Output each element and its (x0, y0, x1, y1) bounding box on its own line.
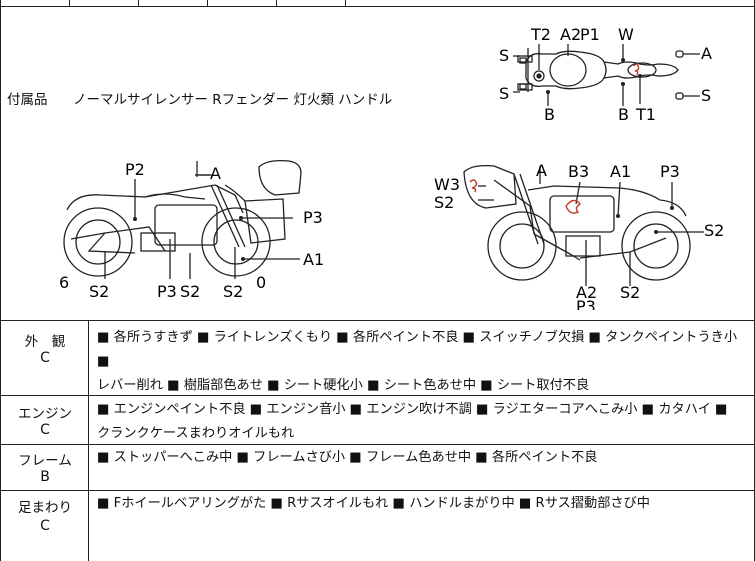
notes-appearance: ■ 各所うすきず ■ ライトレンズくもり ■ 各所ペイント不良 ■ スイッチノブ… (97, 326, 747, 398)
label-S2: S2 (223, 282, 243, 301)
damage-mark-top (633, 63, 640, 76)
label-P2: P2 (125, 160, 145, 179)
top-row-divider (207, 0, 208, 6)
section-border (0, 444, 755, 445)
notes-line: ■ ストッパーへこみ中 ■ フレームさび小 ■ フレーム色あせ中 ■ 各所ペイン… (97, 450, 598, 465)
notes-line: ■ エンジンペイント不良 ■ エンジン音小 ■ エンジン吹け不調 ■ ラジエター… (97, 402, 728, 417)
label-S: S (499, 46, 509, 65)
grade-appearance: C (40, 350, 50, 366)
notes-engine: ■ エンジンペイント不良 ■ エンジン音小 ■ エンジン吹け不調 ■ ラジエター… (97, 398, 747, 446)
top-row-bottom-border (0, 6, 755, 7)
label-A2: A2 (576, 283, 597, 302)
right-side-diagram: A B3 A1 P3 W3 S2 S2 A2 P3 S2 (434, 161, 724, 310)
grade-engine: C (40, 422, 50, 438)
notes-line: ■ 各所うすきず ■ ライトレンズくもり ■ 各所ペイント不良 ■ スイッチノブ… (97, 330, 738, 369)
label-0: 0 (256, 273, 266, 292)
section-border (0, 395, 755, 396)
label-P3: P3 (157, 282, 177, 301)
section-border (0, 320, 755, 321)
label-S2: S2 (620, 283, 640, 302)
category-suspension: 足まわり (18, 500, 72, 516)
grade-frame: B (40, 469, 50, 485)
grade-suspension: C (40, 518, 50, 534)
damage-mark-tank (565, 199, 582, 214)
label-S: S (701, 86, 711, 105)
top-row-divider (69, 0, 70, 6)
label-A1: A1 (303, 250, 324, 269)
label-P3: P3 (660, 162, 680, 181)
accessories-label: 付属品 (7, 92, 48, 108)
label-P3: P3 (576, 297, 596, 310)
label-A: A (210, 164, 221, 183)
accessories-items: ノーマルサイレンサー Rフェンダー 灯火類 ハンドル (73, 92, 393, 108)
label-T2: T2 (530, 25, 551, 44)
top-view-diagram: T2 A2 P1 W S A S S B B T1 (499, 25, 712, 124)
category-divider (88, 320, 89, 561)
category-appearance: 外 観 (24, 334, 66, 350)
label-W3: W3 (434, 175, 460, 194)
category-frame: フレーム (18, 453, 72, 469)
label-A: A (536, 161, 547, 180)
left-side-diagram: P2 A P3 A1 6 S2 P3 S2 S2 0 (59, 159, 324, 301)
section-border (0, 490, 755, 491)
notes-suspension: ■ Fホイールベアリングがた ■ Rサスオイルもれ ■ ハンドルまがり中 ■ R… (97, 492, 747, 516)
notes-frame: ■ ストッパーへこみ中 ■ フレームさび小 ■ フレーム色あせ中 ■ 各所ペイン… (97, 446, 747, 470)
label-A2: A2 (560, 25, 581, 44)
label-S2: S2 (434, 193, 454, 212)
top-row-divider (276, 0, 277, 6)
category-engine: エンジン (18, 406, 72, 422)
top-row-divider (138, 0, 139, 6)
label-B3: B3 (568, 162, 589, 181)
label-P3: P3 (303, 208, 323, 227)
notes-line: ■ Fホイールベアリングがた ■ Rサスオイルもれ ■ ハンドルまがり中 ■ R… (97, 496, 650, 511)
left-border (0, 0, 1, 561)
label-T1: T1 (635, 105, 656, 124)
label-B: B (544, 105, 555, 124)
label-S2: S2 (180, 282, 200, 301)
notes-line: レバー削れ ■ 樹脂部色あせ ■ シート硬化小 ■ シート色あせ中 ■ シート取… (97, 378, 590, 393)
label-A1: A1 (610, 162, 631, 181)
label-B: B (618, 105, 629, 124)
label-W: W (618, 25, 634, 44)
label-P1: P1 (580, 25, 600, 44)
label-S2: S2 (704, 221, 724, 240)
label-6: 6 (59, 273, 69, 292)
notes-line: クランクケースまわりオイルもれ (97, 426, 295, 441)
label-S2: S2 (89, 282, 109, 301)
top-row-divider (345, 0, 346, 6)
damage-mark-tail (469, 179, 478, 193)
label-S: S (499, 84, 509, 103)
label-A: A (701, 44, 712, 63)
